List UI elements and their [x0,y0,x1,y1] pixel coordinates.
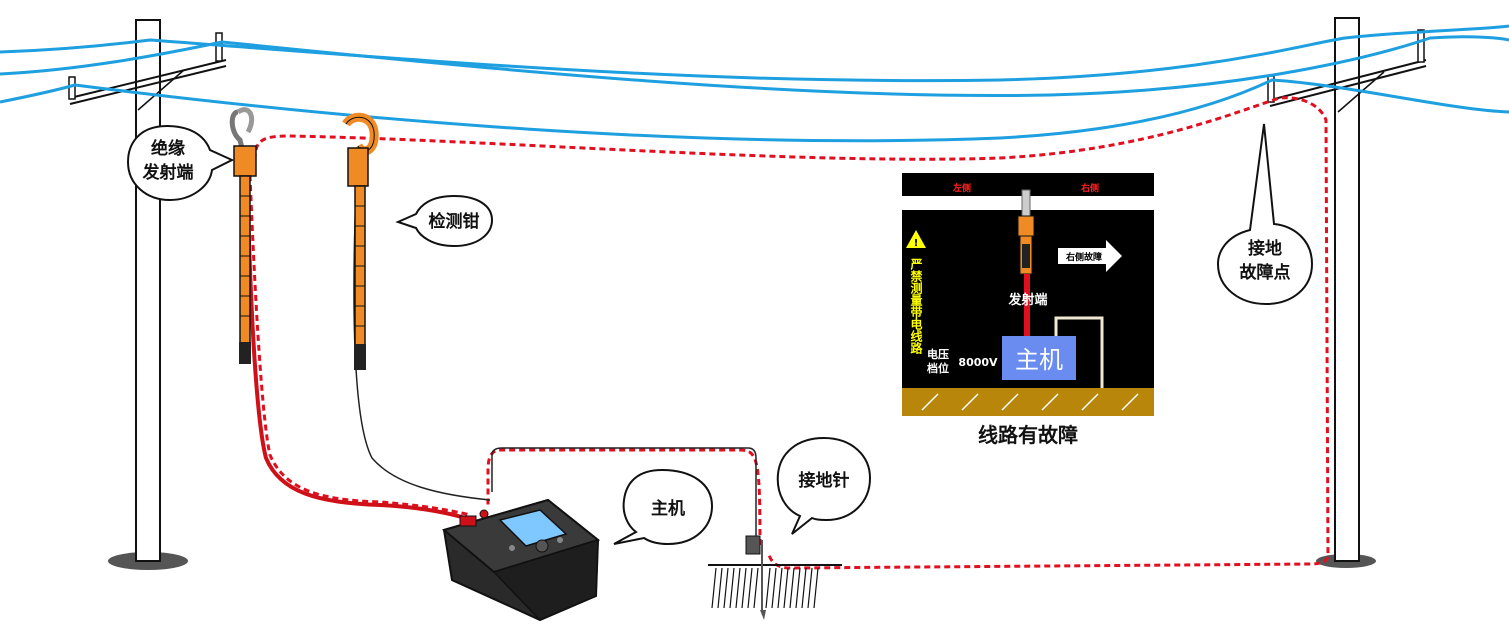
label-insulated-line2: 发射端 [142,162,194,183]
clamp-cable [353,189,491,501]
panel-voltage-label-1: 电压 [927,347,949,361]
panel-voltage-label-2: 档位 [927,361,949,375]
arrow-right-icon [1058,240,1122,272]
svg-text:!: ! [914,238,919,249]
ground-cable [491,447,757,545]
panel-warning-vertical: 严禁测量带电线路 [909,258,923,355]
label-insulated-line1: 绝缘 [151,138,185,159]
label-ground-fault-line2: 故障点 [1240,262,1291,283]
panel-main-unit: 主机 [1015,346,1063,374]
detection-clamp [342,112,379,370]
main-unit-device [441,498,601,622]
label-ground-fault-line1: 接地 [1248,238,1282,259]
panel-caption: 线路有故障 [978,423,1078,447]
bubble-insulated-transmitter: 绝缘 发射端 [126,124,235,202]
bubble-main-unit: 主机 [613,468,714,546]
power-lines [0,24,1509,143]
panel-voltage-value: 8000V [958,356,998,369]
bubble-ground-pin: 接地针 [776,436,872,535]
panel-right-fault: 右侧故障 [1065,251,1102,263]
fault-path [248,96,1330,570]
insulated-transmitter [229,107,257,364]
left-pole [68,19,227,570]
panel-right-side: 右侧 [1080,182,1099,194]
panel-transmitter: 发射端 [1007,292,1047,308]
label-ground-pin: 接地针 [799,470,850,491]
right-pole [1267,17,1427,568]
label-main-unit: 主机 [651,498,685,519]
transmitter-cable [245,169,473,522]
panel-left-side: 左侧 [952,182,971,194]
label-detection-clamp: 检测钳 [429,211,480,232]
warning-triangle-icon: ! [906,230,926,249]
bubble-ground-fault-point: 接地 故障点 [1216,123,1314,306]
ground-pin [708,535,842,620]
fault-status-panel: 左侧 右侧 ! 严禁测量带电线路 电压 档位 8000V 发射端 [902,173,1154,416]
bubble-detection-clamp: 检测钳 [395,194,494,248]
